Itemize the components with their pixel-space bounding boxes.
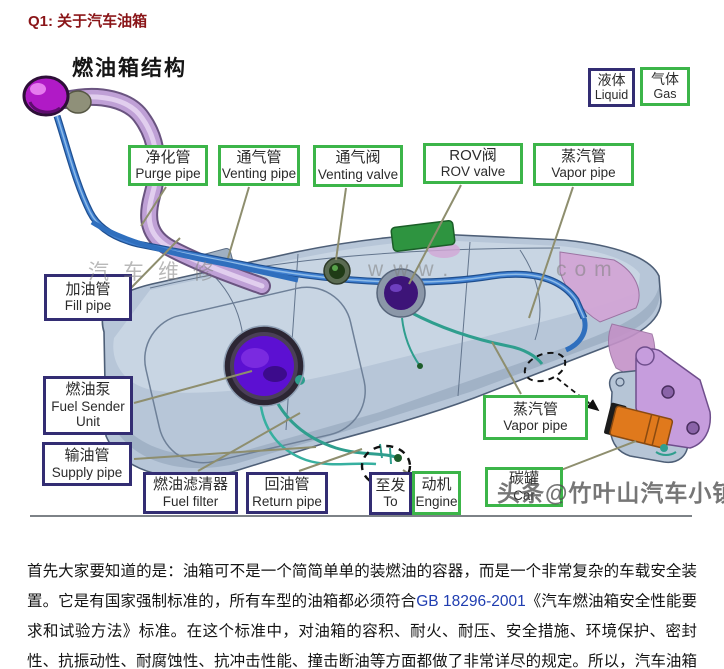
callout-venting-pipe: 通气管 Venting pipe — [218, 145, 300, 186]
callout-supply-pipe-zh: 输油管 — [64, 447, 110, 465]
callout-to-engine-right-en: Engine — [415, 493, 458, 509]
callout-fuel-filter-en: Fuel filter — [162, 493, 219, 509]
legend-liquid-zh: 液体 — [597, 72, 626, 89]
callout-fuel-sender-unit-en: Fuel Sender Unit — [51, 398, 125, 429]
callout-return-pipe: 回油管 Return pipe — [246, 472, 328, 514]
paragraph-text-1: 首先大家要知道的是：油箱可不是一个简简单单的装燃油的容器，而是一个非常复杂的车载… — [27, 562, 697, 610]
legend-liquid-en: Liquid — [594, 88, 629, 103]
callout-purge-pipe: 净化管 Purge pipe — [128, 145, 208, 186]
callout-carbon-canister: 碳罐 Car — [485, 467, 563, 507]
watermark-center-right: com — [556, 258, 620, 281]
callout-vapor-pipe-right-en: Vapor pipe — [503, 418, 568, 434]
callout-venting-pipe-en: Venting pipe — [221, 166, 297, 182]
callout-purge-pipe-en: Purge pipe — [135, 166, 201, 182]
callout-to-engine-left-zh: 至发 — [375, 476, 406, 494]
callout-fuel-sender-unit-zh: 燃油泵 — [65, 380, 111, 398]
callout-return-pipe-en: Return pipe — [252, 493, 322, 509]
callout-vapor-pipe-right-zh: 蒸汽管 — [512, 400, 558, 418]
legend-liquid: 液体 Liquid — [588, 68, 635, 107]
callout-venting-pipe-zh: 通气管 — [236, 148, 282, 166]
legend-gas: 气体 Gas — [640, 67, 690, 106]
callout-supply-pipe-en: Supply pipe — [51, 464, 123, 480]
callout-to-engine-right-zh: 动机 — [421, 476, 452, 494]
callout-carbon-canister-en: Car — [513, 487, 535, 503]
figure-divider-line — [30, 515, 692, 517]
fill-pipe-art — [57, 87, 271, 295]
callout-fill-pipe-en: Fill pipe — [64, 298, 112, 314]
venting-valve-art — [323, 257, 351, 285]
callout-vapor-pipe-top-zh: 蒸汽管 — [560, 147, 606, 165]
watermark-center-left: 汽车维修 — [88, 261, 228, 284]
article-paragraph: 首先大家要知道的是：油箱可不是一个简简单单的装燃油的容器，而是一个非常复杂的车载… — [27, 557, 697, 669]
carbon-canister-inset — [604, 346, 712, 464]
venting-pipe-art — [53, 114, 588, 353]
question-title: Q1: 关于汽车油箱 — [28, 13, 148, 30]
callout-fuel-filter: 燃油滤清器 Fuel filter — [143, 472, 238, 514]
callout-venting-valve: 通气阀 Venting valve — [313, 145, 403, 187]
rov-valve-art — [376, 268, 426, 318]
callout-to-engine-left-en: To — [383, 494, 398, 510]
legend-gas-zh: 气体 — [651, 71, 679, 88]
fuel-lines-art — [258, 310, 544, 466]
callout-to-engine-right: 动机 Engine — [412, 471, 461, 515]
callout-supply-pipe: 输油管 Supply pipe — [42, 442, 132, 486]
callout-rov-valve-zh: ROV阀 — [449, 146, 497, 164]
callout-return-pipe-zh: 回油管 — [264, 476, 310, 494]
callout-venting-valve-en: Venting valve — [317, 166, 399, 182]
paragraph-text-2: 《汽车燃油箱安全性能要求和试验方法》标准。在这个标准中，对油箱的容积、耐火、耐压… — [27, 592, 697, 669]
filler-cap — [22, 75, 92, 117]
callout-carbon-canister-zh: 碳罐 — [508, 470, 539, 488]
callout-vapor-pipe-top: 蒸汽管 Vapor pipe — [533, 143, 634, 186]
legend-gas-en: Gas — [653, 87, 677, 102]
callout-purge-pipe-zh: 净化管 — [145, 148, 191, 166]
fuel-sender-art — [223, 325, 305, 407]
callout-to-engine-left: 至发 To — [369, 472, 412, 515]
callout-fill-pipe: 加油管 Fill pipe — [44, 274, 132, 321]
watermark-center-mid: www. — [368, 258, 459, 281]
callout-rov-valve: ROV阀 ROV valve — [423, 143, 523, 184]
callout-fill-pipe-zh: 加油管 — [65, 280, 111, 298]
leader-lines — [130, 184, 637, 478]
callout-vapor-pipe-right: 蒸汽管 Vapor pipe — [483, 395, 588, 440]
standard-number: GB 18296-2001 — [416, 592, 526, 610]
callout-rov-valve-en: ROV valve — [440, 164, 506, 180]
figure-heading: 燃油箱结构 — [72, 57, 187, 80]
callout-vapor-pipe-top-en: Vapor pipe — [551, 165, 616, 181]
callout-fuel-sender-unit: 燃油泵 Fuel Sender Unit — [43, 376, 133, 435]
callout-venting-valve-zh: 通气阀 — [335, 149, 381, 167]
watermark-bottom: 头条@竹叶山汽车小镇 — [497, 480, 724, 506]
callout-fuel-filter-zh: 燃油滤清器 — [152, 476, 228, 494]
